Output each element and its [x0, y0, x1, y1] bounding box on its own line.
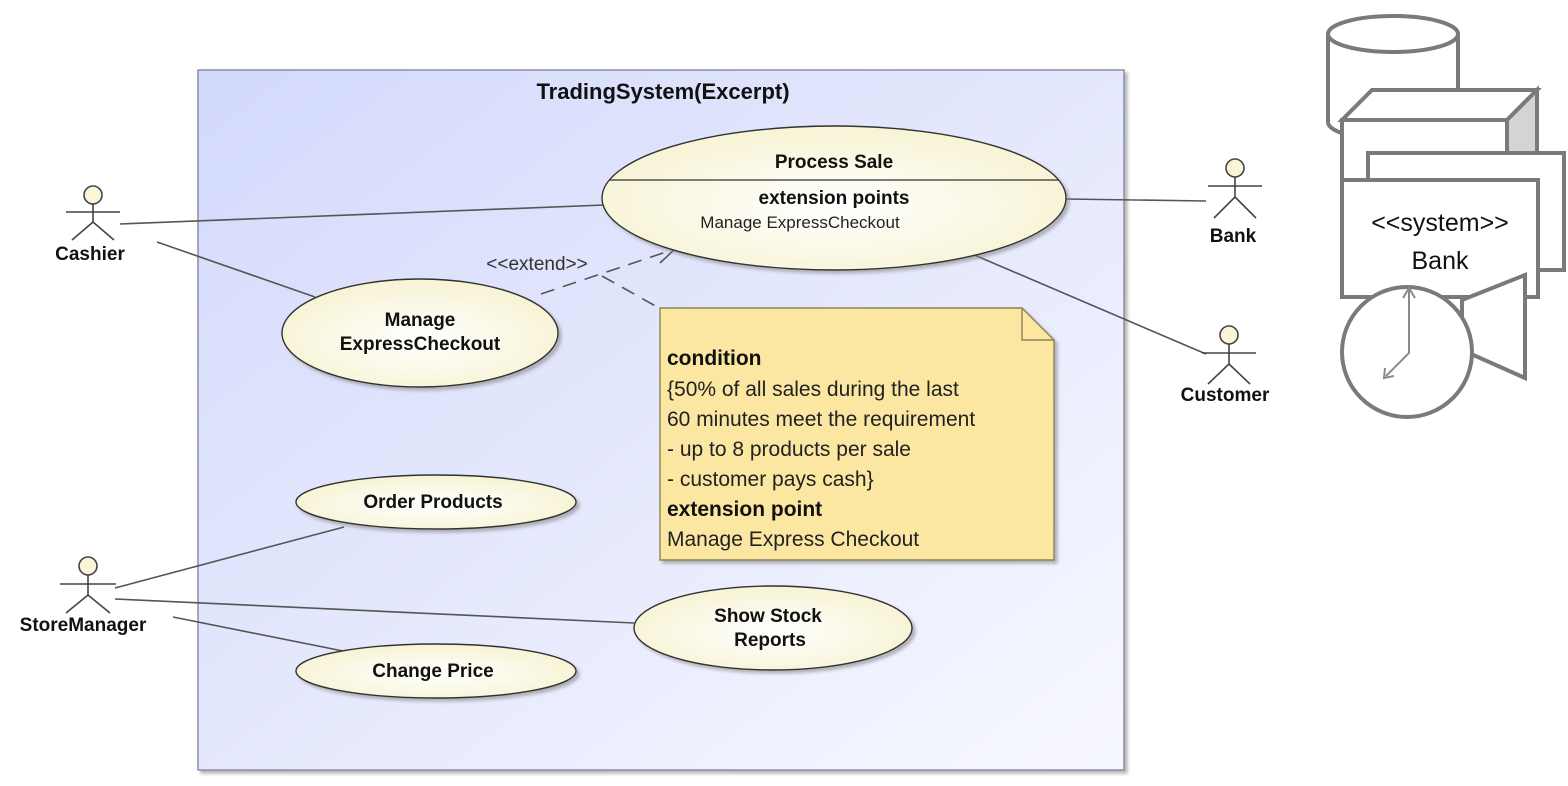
note-anchor-line — [601, 275, 660, 309]
manage-express-line2: ExpressCheckout — [340, 334, 501, 355]
extend-label: <<extend>> — [486, 254, 587, 275]
actor-customer[interactable]: Customer — [1181, 325, 1270, 406]
actor-bank-label: Bank — [1210, 226, 1257, 247]
system-title: TradingSystem(Excerpt) — [536, 79, 789, 104]
condition-note[interactable]: condition {50% of all sales during the l… — [659, 307, 1055, 561]
show-stock-line1: Show Stock — [714, 606, 822, 627]
note-extension-point-header: extension point — [667, 498, 822, 521]
note-condition-line-3: - up to 8 products per sale — [667, 438, 911, 461]
associations — [114, 198, 1207, 652]
actor-cashier[interactable]: Cashier — [55, 185, 125, 265]
actor-cashier-label: Cashier — [55, 244, 125, 265]
use-case-order-products[interactable]: Order Products — [295, 474, 577, 530]
note-condition-line-2: 60 minutes meet the requirement — [667, 408, 975, 431]
actor-head-icon — [83, 185, 103, 205]
use-case-manage-express-checkout[interactable]: Manage ExpressCheckout — [281, 278, 559, 388]
system-document-icon — [1340, 178, 1540, 299]
use-case-process-sale[interactable]: Process Sale extension points Manage Exp… — [601, 125, 1067, 271]
change-price-label: Change Price — [372, 661, 493, 682]
system-icon-group: <<system>> Bank — [1326, 14, 1566, 419]
actor-bank[interactable]: Bank — [1208, 158, 1262, 247]
actor-customer-label: Customer — [1181, 385, 1270, 406]
note-condition-line-4: - customer pays cash} — [667, 468, 874, 491]
assoc-storemanager-show-stock — [114, 598, 635, 624]
actor-head-icon — [78, 556, 98, 576]
assoc-storemanager-order-products — [114, 526, 345, 589]
actor-head-icon — [1225, 158, 1245, 178]
actor-storemanager[interactable]: StoreManager — [20, 556, 147, 636]
use-case-change-price[interactable]: Change Price — [295, 643, 577, 699]
extend-dashed-line — [540, 249, 673, 295]
system-stereotype-label: <<system>> — [1371, 209, 1509, 237]
order-products-label: Order Products — [363, 492, 502, 513]
clock-icon — [1340, 285, 1474, 419]
manage-express-line1: Manage — [385, 310, 456, 331]
show-stock-line2: Reports — [734, 630, 806, 651]
extension-points-header: extension points — [759, 188, 910, 209]
note-extension-point-value: Manage Express Checkout — [667, 528, 919, 551]
assoc-process-sale-bank — [1065, 198, 1207, 202]
actor-storemanager-label: StoreManager — [20, 615, 147, 636]
note-condition-header: condition — [667, 347, 761, 370]
assoc-cashier-process-sale — [119, 204, 605, 225]
extension-point-item: Manage ExpressCheckout — [700, 213, 900, 232]
process-sale-title: Process Sale — [775, 152, 893, 173]
assoc-process-sale-customer — [971, 253, 1207, 355]
system-icon-name: Bank — [1412, 247, 1469, 275]
note-condition-line-1: {50% of all sales during the last — [667, 378, 959, 401]
assoc-cashier-manage-express — [156, 241, 316, 298]
actor-head-icon — [1219, 325, 1239, 345]
use-case-show-stock-reports[interactable]: Show Stock Reports — [633, 585, 913, 671]
assoc-storemanager-change-price — [172, 616, 344, 652]
